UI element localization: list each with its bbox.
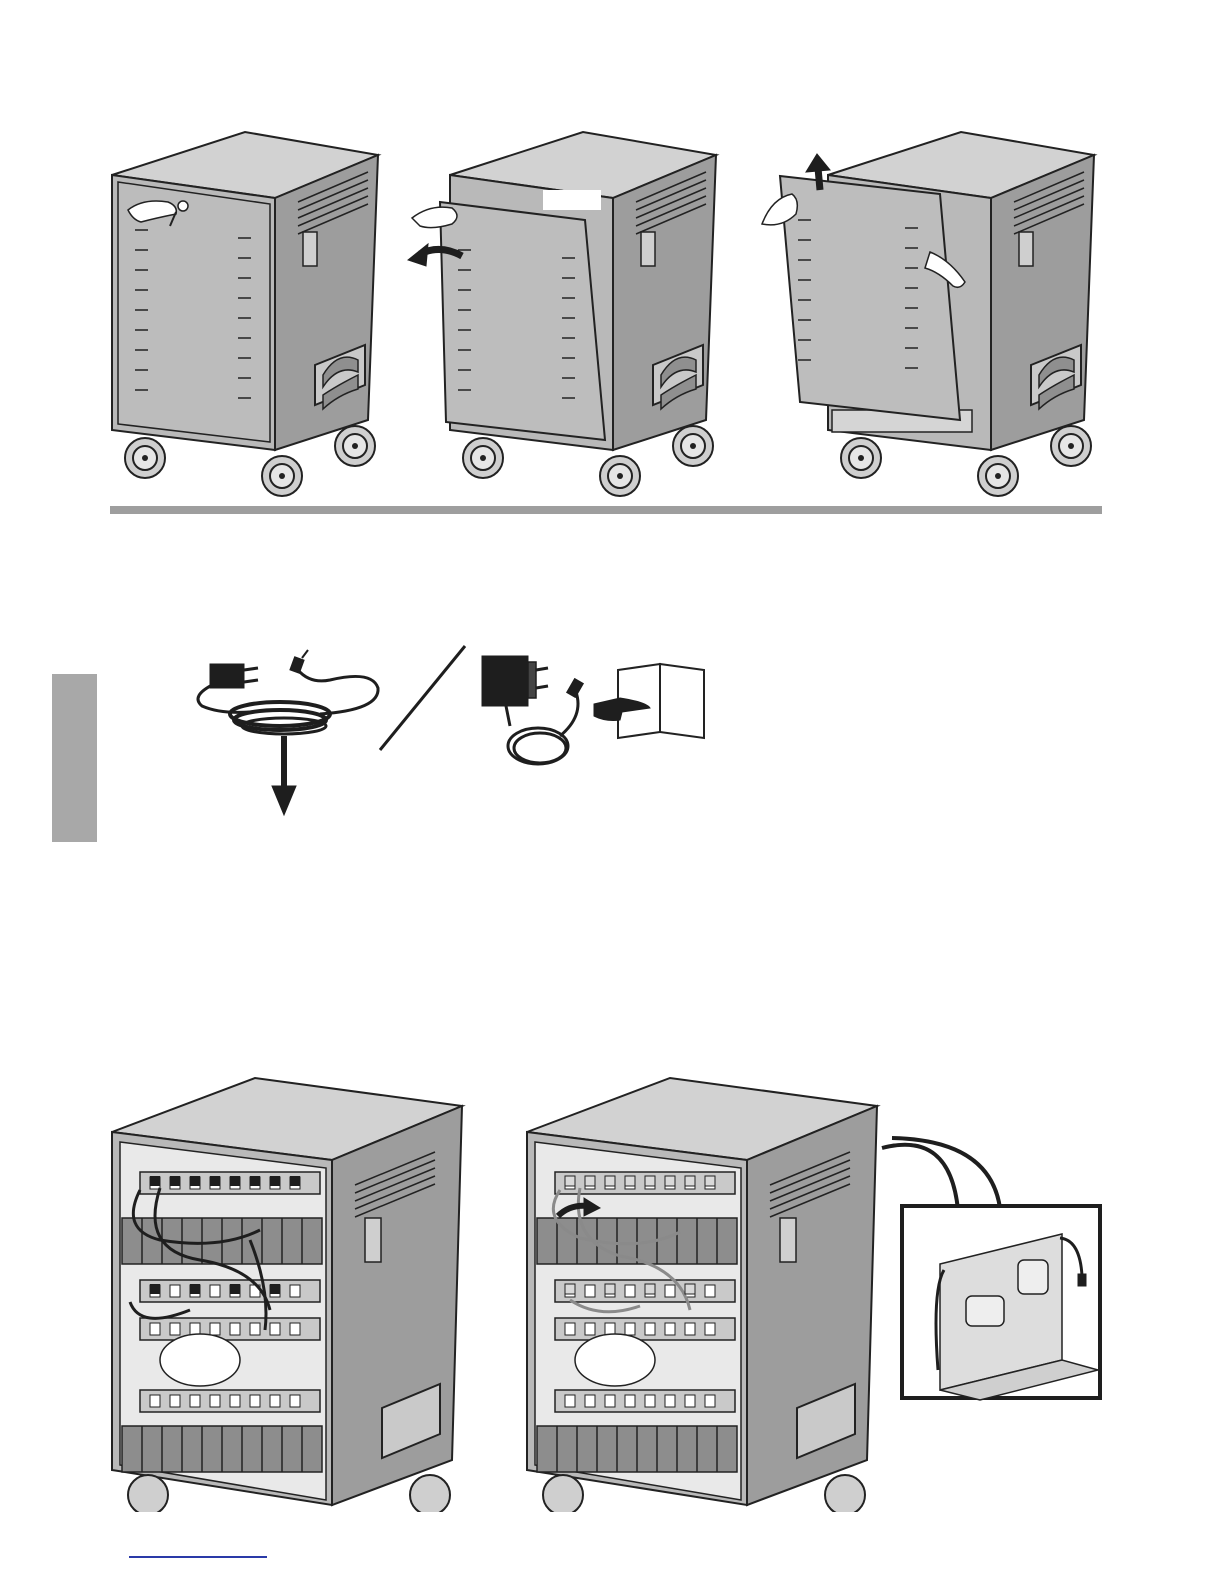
power-adapter-icon xyxy=(482,656,583,764)
step-lift-door-off xyxy=(762,132,1094,496)
bottom-link-underline xyxy=(129,1556,267,1558)
routing-illustration xyxy=(100,1070,1110,1512)
cart-cables-black-icon xyxy=(112,1078,462,1512)
cart-cables-gray-icon xyxy=(527,1078,877,1512)
detail-callout-icon xyxy=(882,1138,1100,1400)
step-swing-door-open xyxy=(408,132,716,496)
hand-icon xyxy=(412,207,457,227)
step-unlock-door xyxy=(112,132,378,496)
side-tab-marker xyxy=(52,674,97,842)
down-arrow-icon xyxy=(272,736,296,815)
slash-icon xyxy=(380,646,465,750)
top-illustration-row xyxy=(0,120,1224,510)
manual-pointer-icon xyxy=(594,664,704,738)
power-cord-icon xyxy=(198,650,378,734)
adapter-illustration xyxy=(180,640,720,825)
section-divider xyxy=(110,506,1102,514)
